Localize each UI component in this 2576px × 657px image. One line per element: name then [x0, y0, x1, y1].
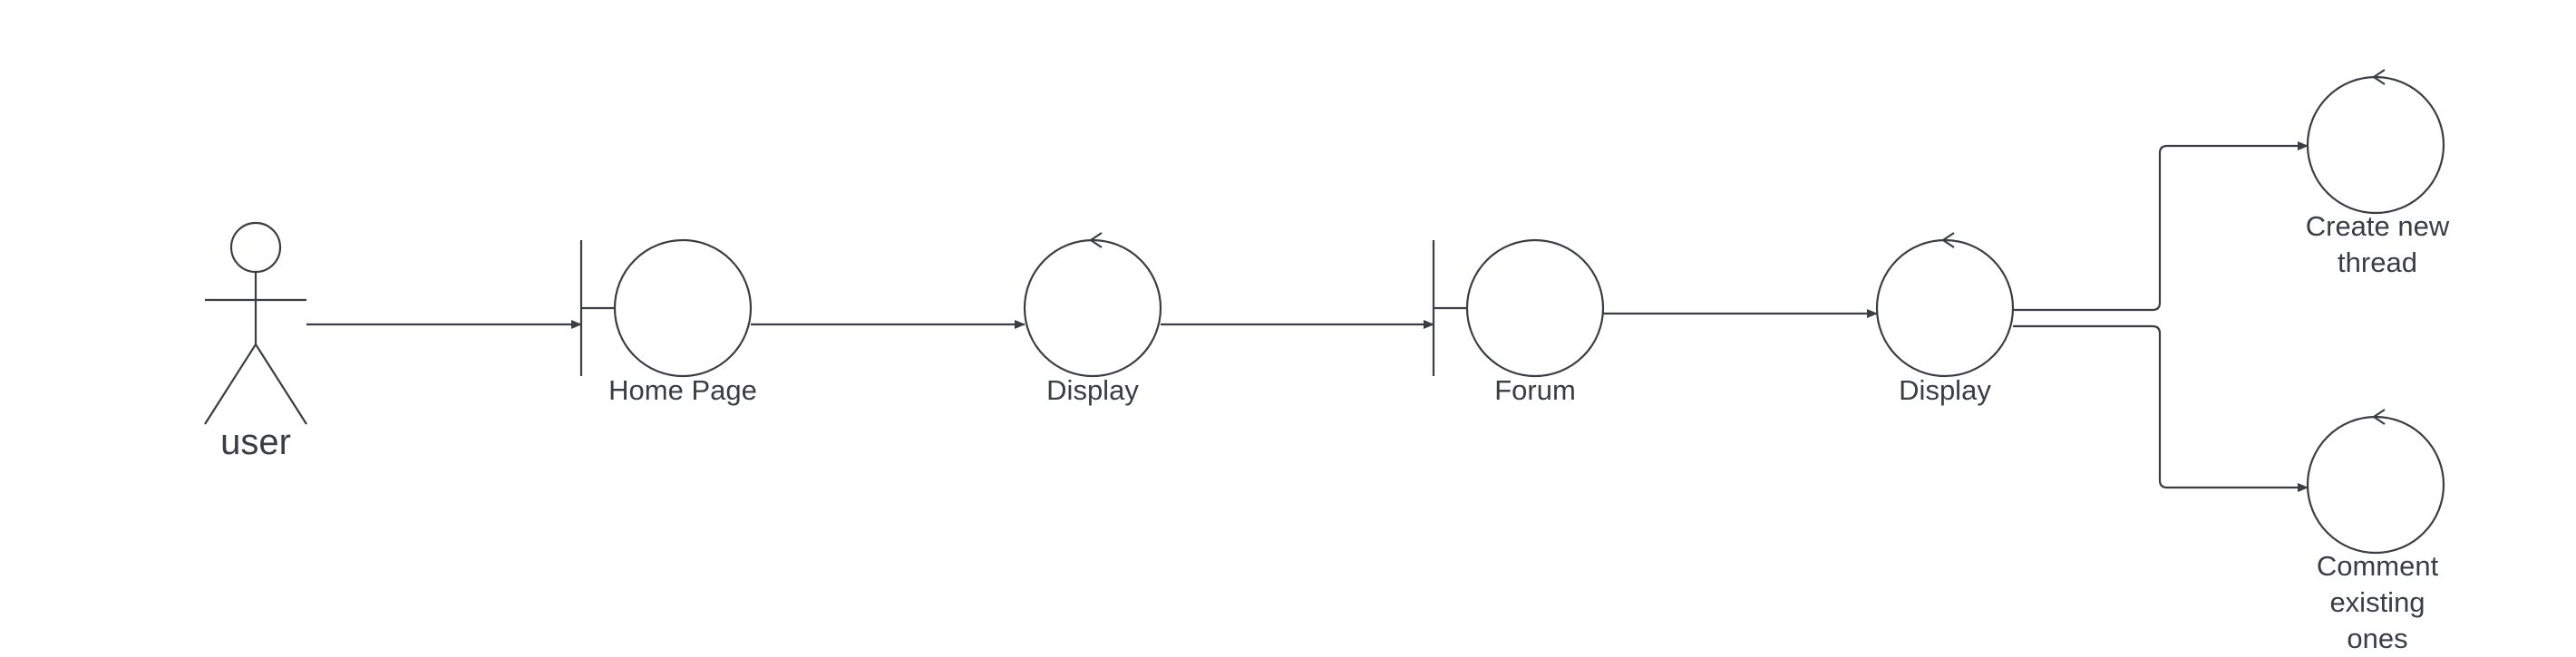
- edge-display-2-to-create-thread[interactable]: [2013, 141, 2309, 312]
- stick-figure-actor-icon: [204, 221, 307, 425]
- node-label-home-page: Home Page: [608, 374, 757, 406]
- control-create-thread[interactable]: [2306, 69, 2445, 215]
- boundary-home-page[interactable]: [579, 238, 753, 378]
- edge-display-2-to-comment-existing[interactable]: [2013, 324, 2309, 492]
- node-label-display-2: Display: [1899, 374, 1991, 406]
- node-label-display-1: Display: [1046, 374, 1139, 406]
- actor-user[interactable]: [204, 221, 307, 425]
- node-label-comment-existing: Comment existing ones: [2316, 550, 2439, 654]
- boundary-forum[interactable]: [1432, 238, 1605, 378]
- node-label-create-thread: Create new thread: [2305, 210, 2450, 278]
- control-comment-existing[interactable]: [2306, 409, 2445, 555]
- control-display-2[interactable]: [1875, 232, 2015, 378]
- node-label-forum: Forum: [1494, 374, 1576, 406]
- actor-label: user: [220, 422, 291, 462]
- control-display-1[interactable]: [1023, 232, 1162, 378]
